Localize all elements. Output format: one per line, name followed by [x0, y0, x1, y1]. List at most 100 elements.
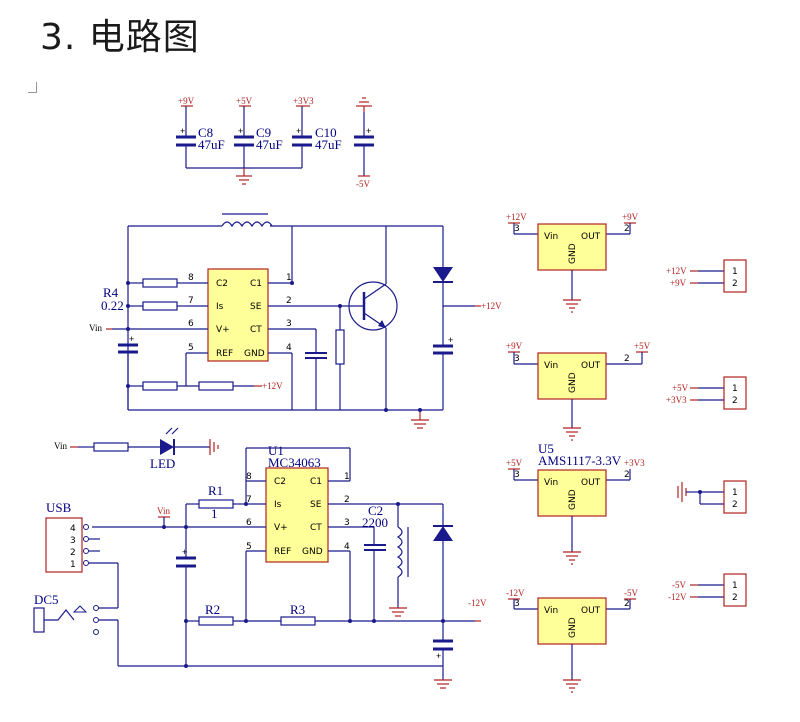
net-label: Vin — [157, 506, 170, 516]
led — [160, 439, 174, 455]
led-row: Vin LED — [54, 427, 219, 471]
cap-value: 47uF — [256, 137, 283, 152]
ic-body-u1 — [265, 467, 329, 563]
pin-num: 3 — [514, 224, 520, 234]
resistor — [335, 329, 345, 365]
pin-num: 1 — [732, 581, 738, 591]
pin-name: Is — [274, 500, 282, 510]
cap-ref: C9 — [256, 125, 271, 140]
dc-jack: DC5 — [33, 592, 119, 666]
pin-num: 1 — [70, 560, 76, 570]
pin-num: 1 — [732, 384, 738, 394]
svg-text:+: + — [238, 126, 243, 136]
ic-part: MC34063 — [268, 455, 321, 470]
svg-text:+: + — [129, 334, 134, 344]
resistor-ref: R3 — [290, 602, 305, 617]
net-label: +12V — [262, 381, 283, 391]
connector-1: +12V +9V 1 2 — [666, 259, 747, 293]
usb-label: USB — [46, 500, 72, 515]
pin-name: V+ — [216, 325, 230, 335]
net-label: +9V — [506, 341, 523, 351]
pin-num: 2 — [732, 279, 738, 289]
pin-num: 1 — [732, 267, 738, 277]
ground-symbol — [434, 679, 452, 689]
converter-top: C2 C1 Is SE V+ CT REF GND 8 1 7 2 6 3 5 … — [89, 213, 502, 429]
capacitor-c9: + — [234, 126, 254, 147]
cap-value: 2200 — [362, 515, 388, 530]
diode — [433, 267, 453, 282]
resistor-r4 — [142, 301, 178, 311]
svg-text:+: + — [296, 126, 301, 136]
net-label: +5V — [634, 341, 651, 351]
cap-value: 47uF — [198, 137, 225, 152]
cap-ref: C2 — [368, 503, 383, 518]
ground-symbol — [411, 410, 429, 429]
cap-ref: C8 — [198, 125, 213, 140]
pin-num: 7 — [188, 296, 194, 306]
pin-name: C2 — [274, 477, 286, 487]
pin-num: 3 — [286, 319, 292, 329]
net-label: -5V — [624, 588, 638, 598]
net-label: +12V — [506, 212, 527, 222]
net-label: -5V — [672, 580, 686, 590]
capacitor-c10: + — [292, 126, 312, 147]
ground-symbol — [356, 97, 372, 112]
pin-num: 2 — [732, 396, 738, 406]
cap-ref: C10 — [315, 125, 337, 140]
pin-num: 7 — [246, 495, 252, 505]
corner-mark — [28, 82, 37, 93]
pin-name: GND — [244, 349, 265, 359]
pin-name: C1 — [250, 279, 262, 289]
pin-name: REF — [216, 349, 233, 359]
page-heading: 3. 电路图 — [40, 17, 200, 58]
pin-name: CT — [250, 325, 262, 335]
net-label: +3V3 — [624, 458, 645, 468]
net-label: Vin — [89, 323, 102, 333]
pin-num: 3 — [344, 518, 350, 528]
ground-symbol — [236, 168, 252, 185]
converter-bottom: U1 MC34063 C2 C1 Is SE V+ CT REF GND 8 1… — [92, 443, 487, 689]
pin-name: OUT — [581, 478, 601, 488]
pin-name: C1 — [310, 477, 322, 487]
inductor — [396, 526, 403, 578]
pin-name: SE — [250, 302, 262, 312]
net-label: +3V3 — [666, 395, 687, 405]
pin-num: 8 — [246, 472, 252, 482]
ic-body — [207, 268, 269, 362]
pin-name: Vin — [544, 478, 558, 488]
pin-num: 2 — [624, 599, 630, 609]
ground-symbol — [389, 607, 407, 617]
net-label: +5V — [236, 96, 253, 106]
resistor — [142, 381, 178, 391]
net-label: -12V — [506, 588, 525, 598]
net-label: Vin — [54, 441, 67, 451]
pin-num: 4 — [70, 524, 76, 534]
regulator-1: +12V +9V 3 2 Vin OUT GND — [506, 212, 639, 313]
net-label: +5V — [506, 458, 523, 468]
pin-name: Vin — [544, 232, 558, 242]
pin-name: OUT — [581, 232, 601, 242]
pin-name: GND — [568, 372, 578, 393]
pin-num: 3 — [514, 470, 520, 480]
resistor-value: 1 — [211, 506, 218, 521]
net-label: +9V — [622, 212, 639, 222]
inductor — [221, 221, 273, 228]
pin-num: 3 — [70, 536, 76, 546]
pin-num: 2 — [70, 548, 76, 558]
pin-name: REF — [274, 547, 291, 557]
svg-text:+: + — [366, 126, 371, 136]
pin-name: GND — [568, 243, 578, 264]
resistor — [142, 278, 178, 288]
pin-num: 2 — [344, 495, 350, 505]
caps-row: +9V +5V +3V3 + + + — [176, 96, 374, 189]
pin-num: 6 — [246, 518, 252, 528]
diode — [433, 526, 453, 541]
net-label: -5V — [356, 179, 370, 189]
connector-4: -5V -12V 1 2 — [668, 573, 747, 607]
capacitor-c8: + — [176, 126, 196, 147]
ground-symbol — [209, 439, 219, 455]
resistor-r2 — [198, 616, 234, 626]
pin-name: CT — [310, 523, 322, 533]
ic-part: AMS1117-3.3V — [538, 453, 622, 468]
